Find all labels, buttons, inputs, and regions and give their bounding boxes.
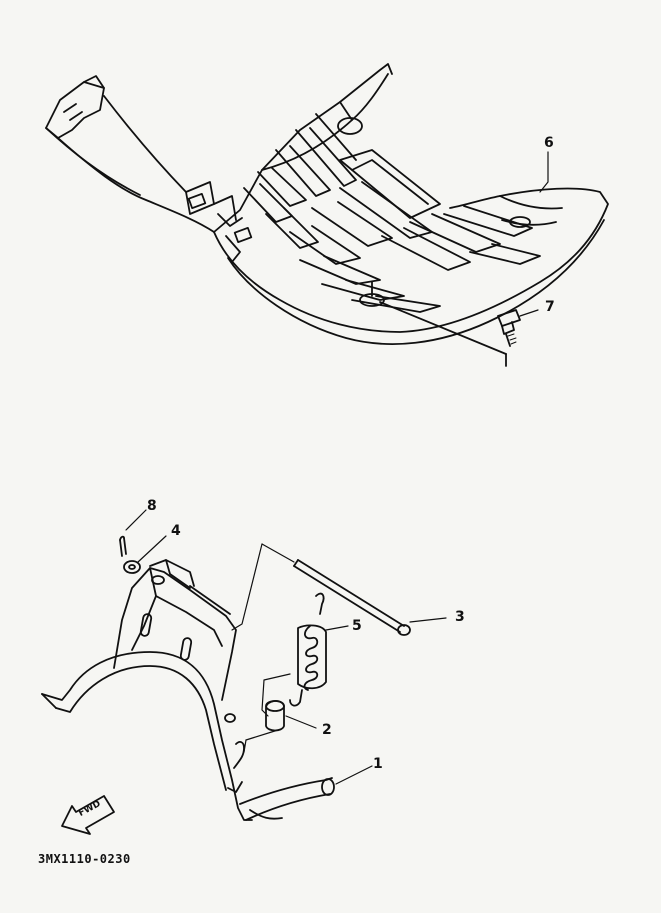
return-spring [261, 592, 349, 717]
callout-2: 2 [322, 722, 332, 738]
callout-1: 1 [373, 756, 383, 772]
callout-4: 4 [171, 523, 181, 539]
washer-and-pin [119, 509, 167, 574]
footrest-board [45, 63, 609, 367]
flange-bolt [497, 309, 539, 347]
stand-collar [243, 700, 317, 753]
main-stand [41, 559, 373, 821]
forward-arrow-icon [61, 795, 115, 835]
callout-6: 6 [544, 135, 554, 151]
callout-3: 3 [455, 609, 465, 625]
diagram-code: 3MX1110-0230 [38, 852, 131, 866]
callout-8: 8 [147, 498, 157, 514]
stand-shaft [231, 543, 447, 636]
callout-7: 7 [545, 299, 555, 315]
callout-5: 5 [352, 618, 362, 634]
